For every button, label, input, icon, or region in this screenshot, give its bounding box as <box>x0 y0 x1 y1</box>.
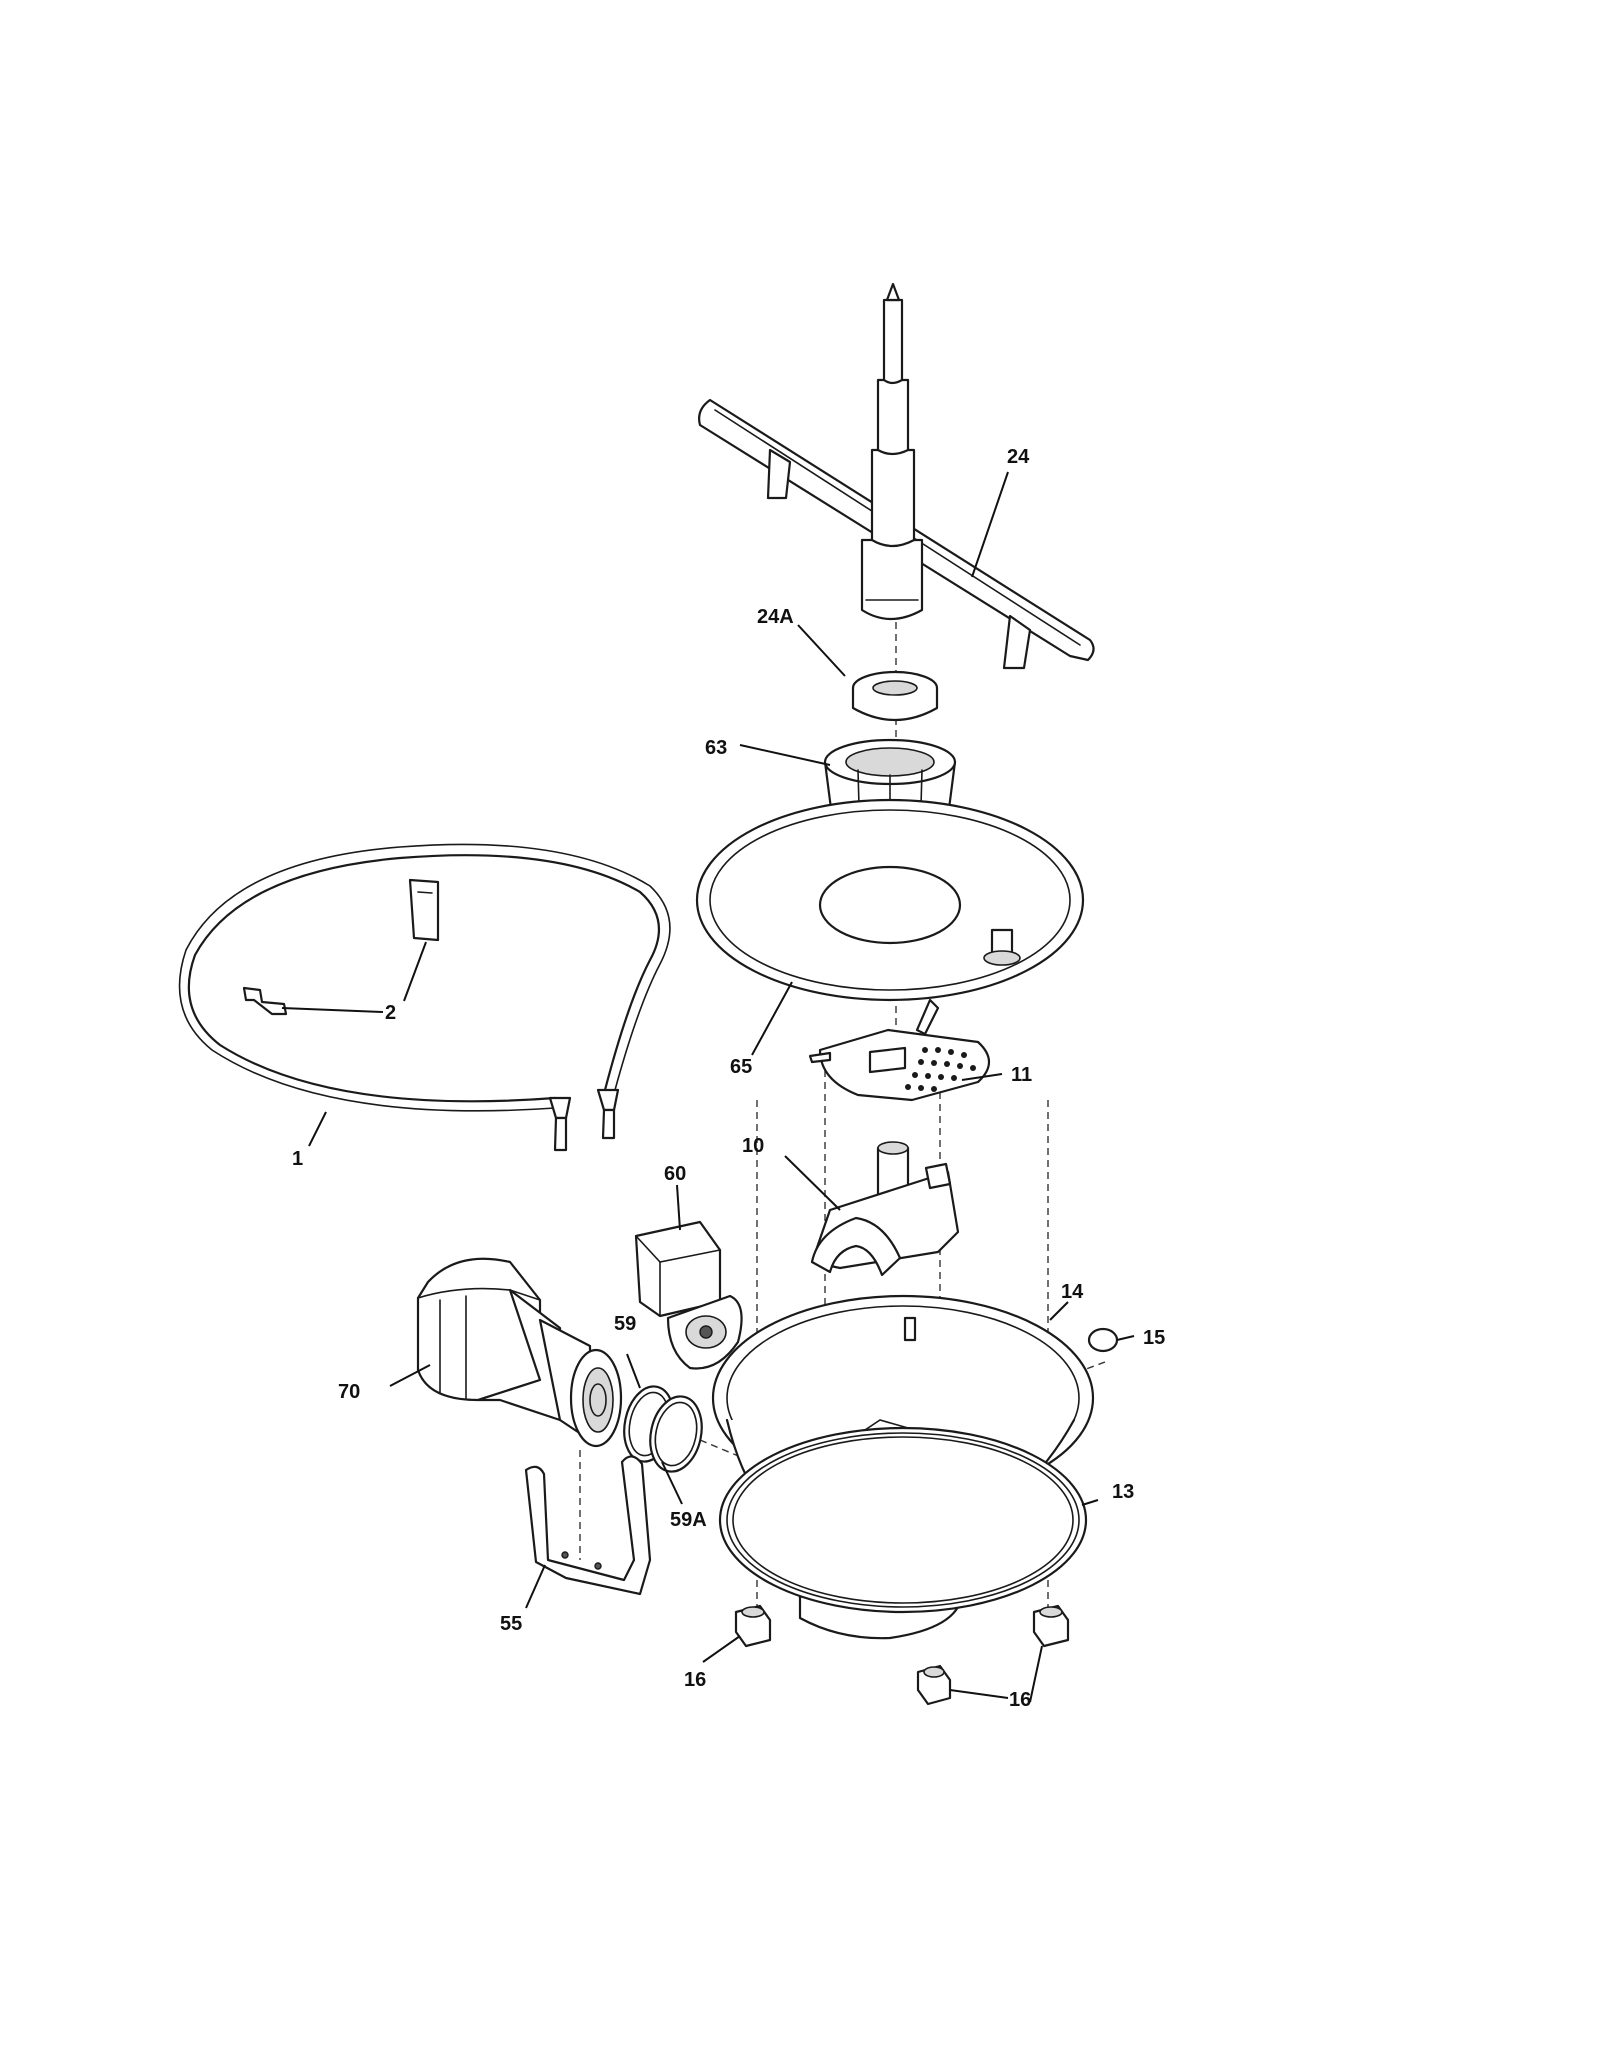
circulation-motor <box>416 1257 623 1448</box>
callout-1: 1 <box>292 1148 303 1170</box>
feet <box>734 1604 1070 1706</box>
callout-2: 2 <box>385 1002 396 1024</box>
callout-14: 14 <box>1061 1281 1084 1303</box>
callout-60: 60 <box>664 1163 686 1185</box>
element-clips <box>242 878 440 1016</box>
callout-15: 15 <box>1143 1327 1165 1349</box>
upper-spray-arm <box>698 282 1095 670</box>
check-disc <box>1087 1327 1119 1353</box>
callout-16-left: 16 <box>684 1669 706 1691</box>
diverter-housing <box>810 1141 960 1277</box>
callout-13: 13 <box>1112 1481 1134 1503</box>
heating-element <box>178 843 671 1152</box>
callout-55: 55 <box>500 1613 522 1635</box>
motor-bracket <box>524 1455 652 1596</box>
callout-10: 10 <box>742 1135 764 1157</box>
motor-seals <box>623 1385 703 1473</box>
filter-plate <box>695 798 1085 1002</box>
callout-59: 59 <box>614 1313 636 1335</box>
callout-70: 70 <box>338 1381 360 1403</box>
leader-lines <box>281 471 1135 1703</box>
sump-gasket <box>718 1426 1088 1614</box>
callout-24: 24 <box>1007 446 1030 468</box>
callout-11: 11 <box>1011 1064 1032 1086</box>
callout-59a: 59A <box>670 1509 707 1531</box>
callout-16-right: 16 <box>1009 1689 1031 1711</box>
callouts: 24 24A 63 65 2 1 11 10 60 14 15 59 70 59… <box>292 446 1165 1711</box>
drain-pump <box>634 1220 743 1370</box>
sensor-plate <box>808 998 991 1102</box>
bearing-ring <box>851 670 939 722</box>
callout-63: 63 <box>705 737 727 759</box>
callout-65: 65 <box>730 1056 752 1078</box>
callout-24a: 24A <box>757 606 794 628</box>
